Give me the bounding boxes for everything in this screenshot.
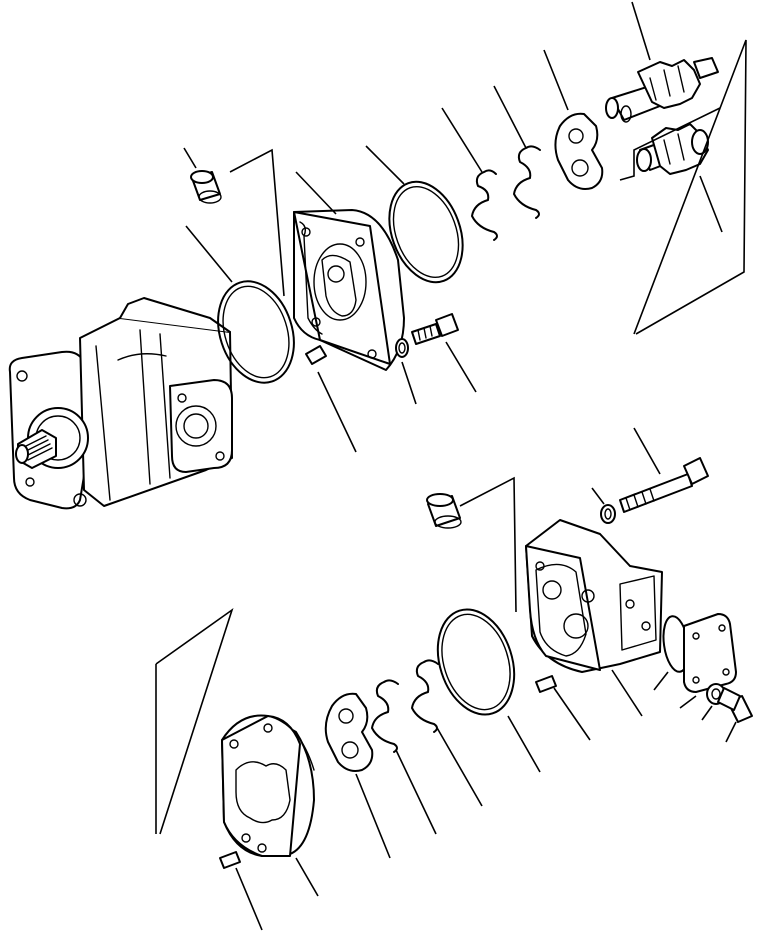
flat-washer-upper <box>395 338 409 358</box>
assembly-bracket-upper-left <box>229 148 285 297</box>
drive-gear <box>605 57 719 123</box>
assembly-bracket-lower-left <box>155 607 234 835</box>
clip-seal-upper-2 <box>513 145 541 219</box>
front-cover <box>293 209 405 371</box>
clip-seal-lower-2 <box>411 659 439 733</box>
pressure-plate-upper <box>554 112 604 190</box>
flat-washer-lower <box>600 504 616 524</box>
pump-assembly <box>8 297 233 510</box>
oval-oring-lower <box>436 608 516 716</box>
assembly-bracket-upper-right <box>619 39 747 335</box>
dowel-pin-lower <box>219 851 241 869</box>
oring-seal-upper <box>217 280 295 384</box>
cover-plate <box>683 613 737 693</box>
gear-housing <box>221 714 315 857</box>
assembly-bracket-lower <box>459 476 517 613</box>
oval-oring-upper <box>388 180 464 284</box>
long-bolt <box>619 457 709 513</box>
cap-screw-lower <box>717 687 753 723</box>
driven-gear <box>636 123 709 175</box>
bushing-upper <box>190 170 222 204</box>
dowel-pin-mid <box>535 675 557 693</box>
rear-cover <box>525 519 663 673</box>
cap-screw-upper <box>411 313 459 345</box>
bushing-lower <box>426 493 462 529</box>
clip-seal-upper-1 <box>471 169 498 241</box>
clip-seal-lower-1 <box>371 679 399 753</box>
dowel-pin-upper <box>305 345 327 365</box>
leader-lines <box>183 1 737 931</box>
pressure-plate-lower <box>324 692 374 772</box>
